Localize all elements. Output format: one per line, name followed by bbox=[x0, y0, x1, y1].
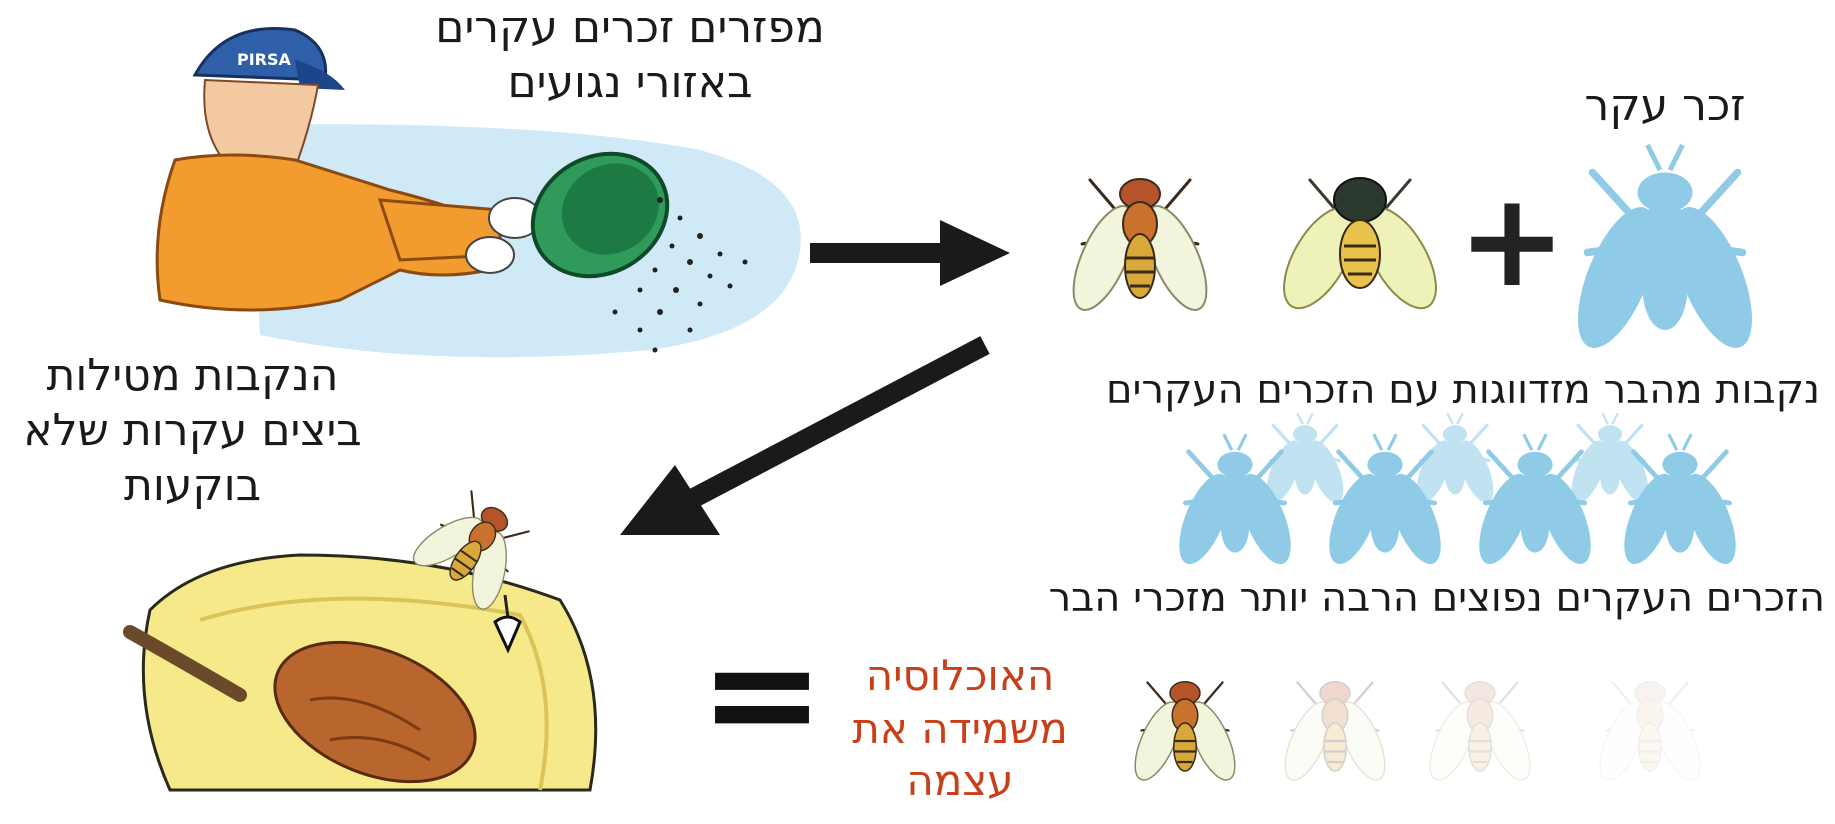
plus-sign: + bbox=[1458, 164, 1567, 316]
mating-caption: נקבות מהבר מזדווגות עם הזכרים העקרים bbox=[960, 365, 1820, 415]
release-line-2: באזורי נגועים bbox=[360, 55, 900, 110]
result-line-2: משמידה את bbox=[830, 703, 1090, 756]
eggs-line-3: בוקעות bbox=[5, 458, 380, 513]
sterile-male-icon bbox=[1562, 145, 1769, 358]
result-caption: האוכלוסיה משמידה את עצמה bbox=[830, 650, 1090, 808]
outnumber-caption: הזכרים העקרים נפוצים הרבה יותר מזכרי הבר bbox=[900, 573, 1825, 623]
wild-fly-1 bbox=[1061, 179, 1219, 318]
peach-half-icon bbox=[130, 479, 596, 809]
release-caption: מפזרים זכרים עקרים באזורי נגועים bbox=[360, 0, 900, 110]
declining-flies bbox=[1126, 682, 1709, 786]
mating-row bbox=[1169, 413, 1746, 570]
arrow-right bbox=[810, 220, 1010, 286]
release-line-1: מפזרים זכרים עקרים bbox=[360, 0, 900, 55]
eggs-line-2: ביצים עקרות שלא bbox=[5, 403, 380, 458]
wild-fly-2 bbox=[1269, 178, 1450, 319]
result-line-1: האוכלוסיה bbox=[830, 650, 1090, 703]
equals-sign: = bbox=[699, 607, 825, 781]
eggs-caption: הנקבות מטילות ביצים עקרות שלא בוקעות bbox=[5, 348, 380, 513]
svg-text:PIRSA: PIRSA bbox=[237, 50, 292, 69]
sterile-male-label: זכר עקר bbox=[1540, 78, 1790, 133]
eggs-line-1: הנקבות מטילות bbox=[5, 348, 380, 403]
arrow-down-left bbox=[620, 345, 985, 535]
result-line-3: עצמה bbox=[830, 755, 1090, 808]
